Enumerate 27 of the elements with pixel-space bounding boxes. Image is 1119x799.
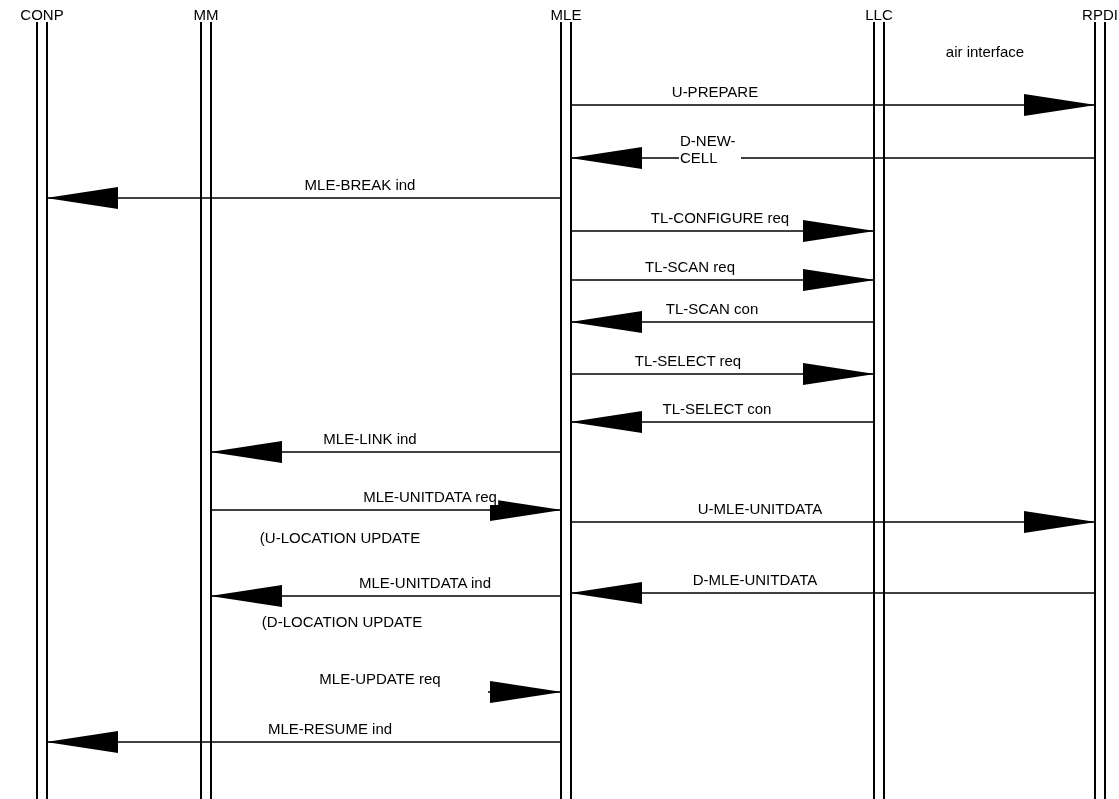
message-arrow [571,94,1096,116]
message-arrow [211,499,562,521]
message-arrow [571,269,875,291]
message-arrow [46,731,561,753]
message-arrow [210,585,561,607]
lifeline-label: MM [193,6,219,23]
message-arrow [571,220,875,242]
message-arrow [570,147,1095,169]
message-arrow [570,411,874,433]
message-note: (D-LOCATION UPDATE [260,613,424,630]
message-label: MLE-RESUME ind [266,720,394,737]
message-arrow [571,511,1096,533]
message-arrow [571,363,875,385]
lifeline-label: RPDI [1082,6,1118,23]
message-arrow [487,681,562,703]
message-label: MLE-BREAK ind [303,176,417,193]
message-arrow [46,187,561,209]
lifeline-label: MLE [550,6,582,23]
lifeline-label: CONP [20,6,64,23]
message-arrow [570,582,1095,604]
lifeline-label: LLC [865,6,893,23]
message-label: MLE-LINK ind [322,430,418,447]
message-arrow [570,311,874,333]
message-note: (U-LOCATION UPDATE [258,529,422,546]
message-arrow [210,441,561,463]
message-label: MLE-UNITDATA ind [358,574,492,591]
interface-note: air interface [944,43,1026,60]
